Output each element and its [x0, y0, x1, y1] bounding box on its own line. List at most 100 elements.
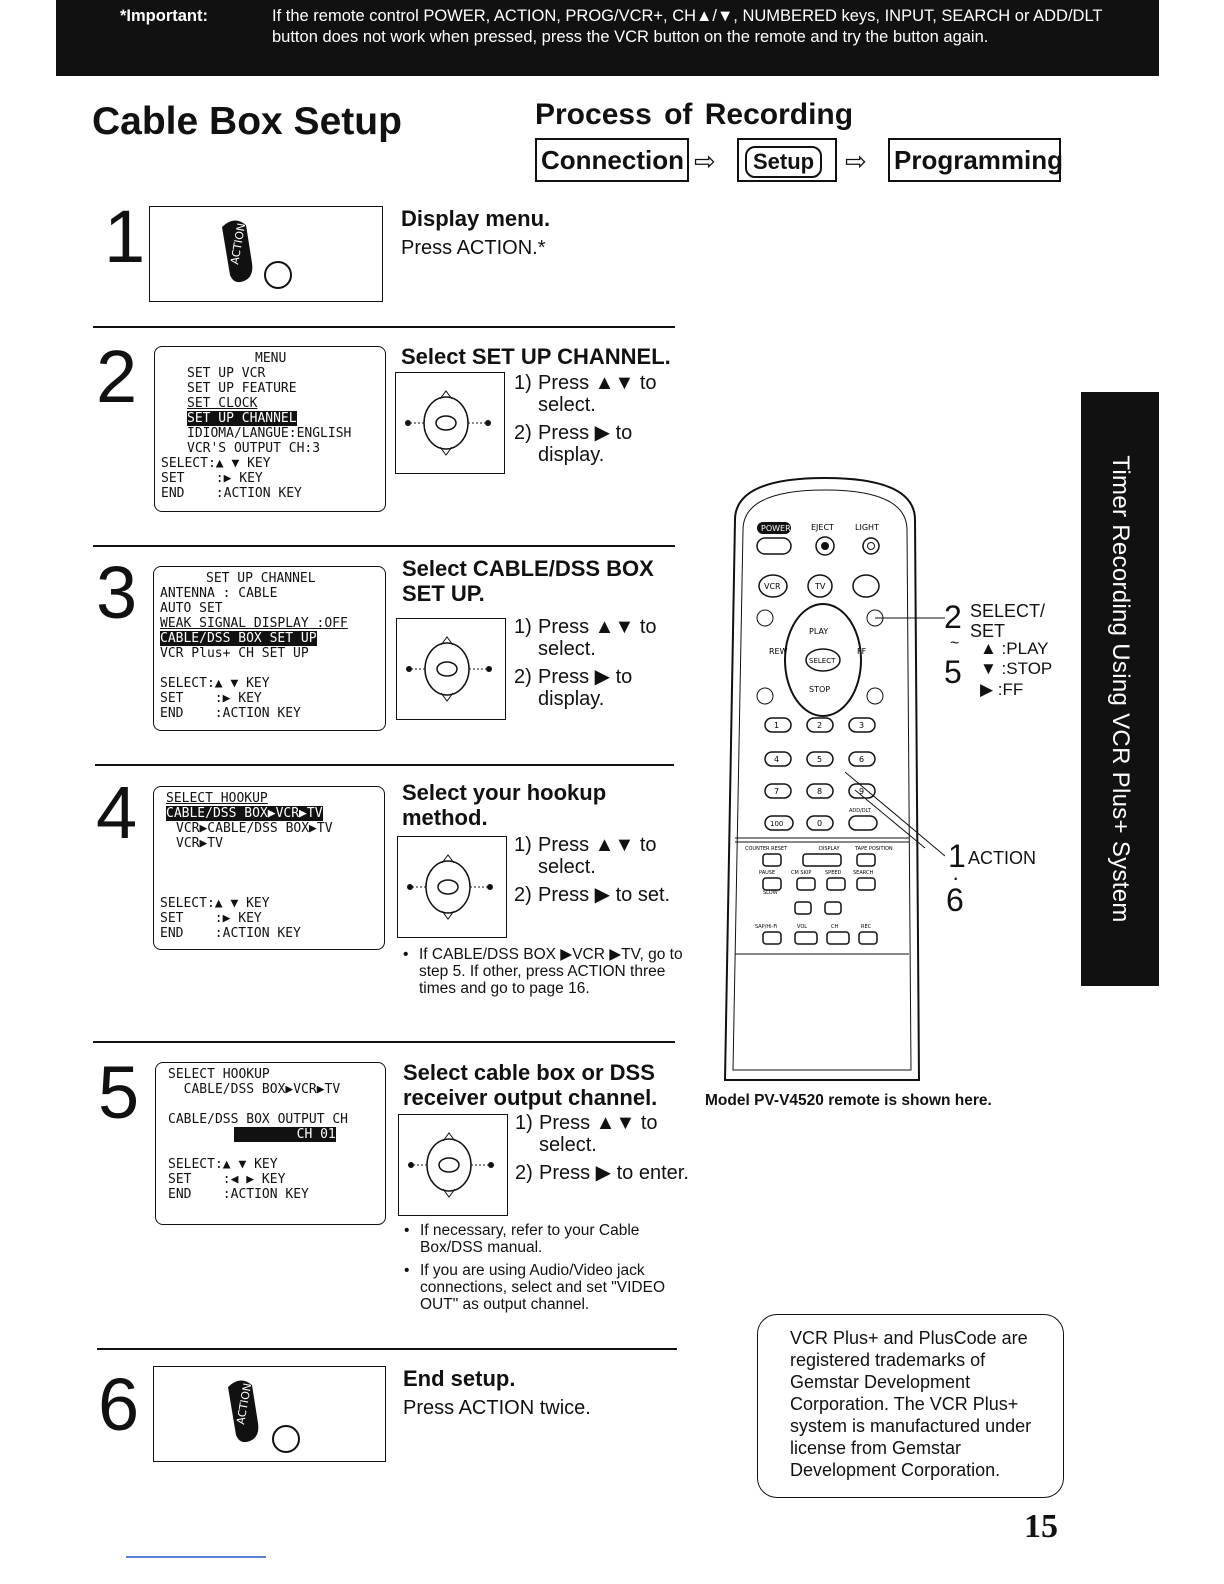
svg-text:8: 8 — [817, 787, 822, 796]
finger-press-action-icon: ACTION — [222, 220, 292, 289]
process-arrow-icon: ⇨ — [694, 146, 716, 176]
svg-text:5: 5 — [817, 755, 822, 764]
step-heading: Select SET UP CHANNEL. — [401, 344, 671, 369]
step-number: 5 — [98, 1051, 140, 1134]
action-button-illustration: ACTION — [153, 1366, 386, 1462]
divider — [93, 545, 675, 547]
svg-text:CH: CH — [831, 924, 838, 930]
note-list: •If necessary, refer to your Cable Box/D… — [404, 1222, 666, 1313]
svg-text:FF: FF — [857, 647, 867, 656]
svg-text:7: 7 — [774, 787, 779, 796]
instruction-list: 1)Press ▲▼ to select. 2)Press ▶ to displ… — [514, 616, 657, 710]
svg-text:SLOW: SLOW — [763, 890, 778, 896]
process-step-connection: Connection — [535, 138, 689, 182]
remote-caption: Model PV-V4520 remote is shown here. — [705, 1092, 992, 1109]
svg-text:VCR: VCR — [764, 582, 781, 591]
svg-text:3: 3 — [859, 721, 864, 730]
svg-text:REC: REC — [861, 924, 872, 930]
important-text: If the remote control POWER, ACTION, PRO… — [272, 7, 1103, 46]
important-banner: *Important: If the remote control POWER,… — [56, 0, 1159, 76]
joystick-pad-illustration — [395, 372, 505, 474]
svg-text:CM SKIP: CM SKIP — [791, 870, 811, 876]
footer-line — [126, 1556, 266, 1558]
joystick-pad-illustration — [396, 618, 506, 720]
svg-text:4: 4 — [774, 755, 779, 764]
joystick-pad-illustration — [397, 836, 507, 938]
process-step-setup-label: Setup — [745, 146, 823, 178]
callout-stop: ▼ :STOP — [980, 659, 1053, 678]
svg-text:100: 100 — [770, 820, 783, 828]
remote-control-illustration: POWER EJECT LIGHT VCR TV PLAY STOP REW F… — [723, 476, 945, 1081]
callout-set: SET — [970, 621, 1006, 641]
step-number: 4 — [96, 771, 138, 854]
svg-text:6: 6 — [859, 755, 864, 764]
page-title: Cable Box Setup — [92, 100, 402, 143]
step-number: 1 — [104, 195, 146, 278]
svg-text:9: 9 — [859, 787, 864, 796]
joystick-pad-illustration — [398, 1114, 508, 1216]
svg-text:TAPE POSITION: TAPE POSITION — [854, 846, 893, 852]
divider — [93, 1041, 675, 1043]
instruction-list: 1)Press ▲▼ to select. 2)Press ▶ to displ… — [514, 372, 657, 466]
callout-step-1: 1 — [948, 838, 966, 874]
svg-text:SEARCH: SEARCH — [853, 870, 873, 876]
instruction-list: 1)Press ▲▼ to select. 2)Press ▶ to enter… — [515, 1112, 689, 1184]
note-list: •If CABLE/DSS BOX ▶VCR ▶TV, go to step 5… — [403, 946, 683, 997]
svg-text:VOL: VOL — [797, 924, 807, 930]
step-text: Press ACTION.* — [401, 237, 546, 259]
joystick-icon — [406, 636, 492, 702]
joystick-icon — [405, 390, 491, 456]
action-button-illustration: ACTION — [149, 206, 383, 302]
joystick-icon — [408, 1132, 494, 1198]
finger-press-action-icon: ACTION — [228, 1380, 300, 1453]
step-heading: End setup. — [403, 1366, 516, 1391]
svg-text:STOP: STOP — [809, 685, 830, 694]
step-number: 6 — [98, 1363, 140, 1446]
callout-play: ▲ :PLAY — [980, 639, 1049, 658]
step-number: 3 — [96, 551, 138, 634]
instruction-list: 1)Press ▲▼ to select. 2)Press ▶ to set. — [514, 834, 671, 906]
svg-text:REW: REW — [769, 647, 788, 656]
svg-text:PLAY: PLAY — [809, 627, 828, 636]
callout-dot: · — [952, 865, 960, 890]
callout-step-6: 6 — [946, 882, 964, 918]
callout-step-5: 5 — [944, 654, 962, 690]
divider — [97, 1348, 677, 1350]
svg-text:ADD/DLT: ADD/DLT — [849, 808, 872, 814]
divider — [93, 326, 675, 328]
step-heading: Select your hookup method. — [402, 780, 607, 830]
svg-text:1: 1 — [774, 721, 779, 730]
callout-ff: ▶ :FF — [980, 680, 1024, 699]
svg-text:POWER: POWER — [761, 524, 791, 533]
svg-text:PAUSE: PAUSE — [759, 870, 775, 876]
svg-text:0: 0 — [817, 819, 822, 828]
trademark-note: VCR Plus+ and PlusCode are registered tr… — [757, 1314, 1064, 1498]
process-arrow-icon: ⇨ — [845, 146, 867, 176]
important-label: *Important: — [120, 7, 208, 25]
svg-text:EJECT: EJECT — [811, 523, 834, 532]
callout-select: SELECT/ — [970, 601, 1046, 621]
step-heading: Display menu. — [401, 206, 551, 231]
step-heading: Select cable box or DSS receiver output … — [403, 1060, 658, 1110]
side-tab-label: Timer Recording Using VCR Plus+ System — [1107, 455, 1134, 923]
divider — [95, 764, 674, 766]
process-step-setup: Setup — [737, 138, 837, 182]
step-text: Press ACTION twice. — [403, 1397, 591, 1419]
svg-text:2: 2 — [817, 721, 822, 730]
page-number: 15 — [1024, 1508, 1058, 1545]
step-heading: Select CABLE/DSS BOX SET UP. — [402, 556, 654, 606]
svg-text:LIGHT: LIGHT — [855, 523, 879, 532]
svg-text:SAP/Hi-Fi: SAP/Hi-Fi — [755, 924, 777, 930]
svg-text:SPEED: SPEED — [825, 870, 842, 876]
svg-text:COUNTER RESET: COUNTER RESET — [745, 846, 788, 852]
callout-step-2: 2 — [944, 599, 962, 635]
side-tab: Timer Recording Using VCR Plus+ System — [1081, 392, 1159, 986]
callout-action: ACTION — [968, 848, 1037, 868]
svg-text:TV: TV — [814, 582, 826, 591]
svg-text:SELECT: SELECT — [809, 657, 836, 665]
step-number: 2 — [96, 335, 138, 418]
